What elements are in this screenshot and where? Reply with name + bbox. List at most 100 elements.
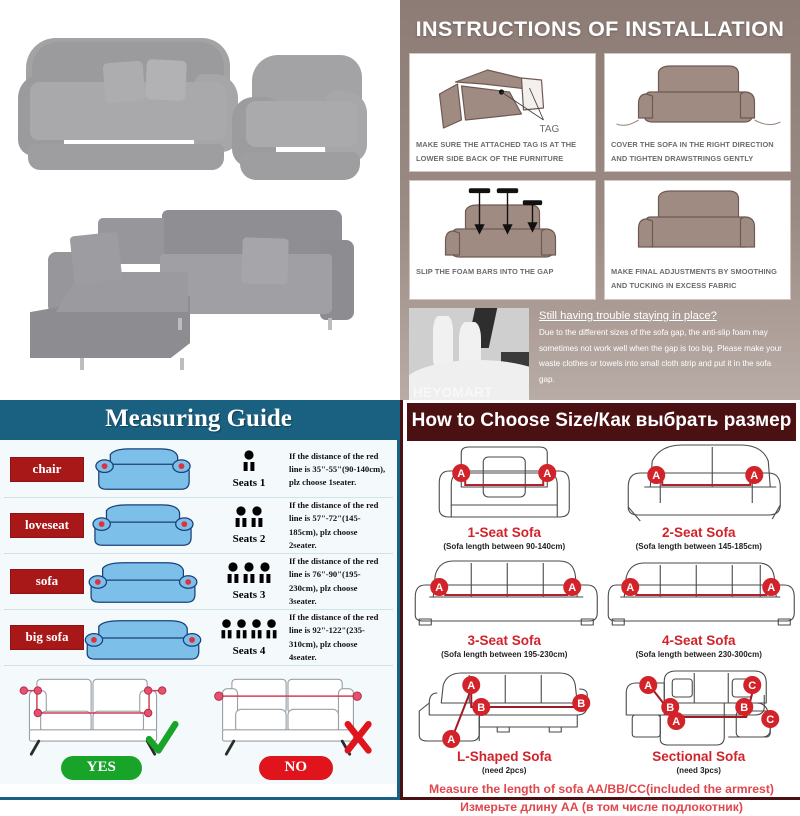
svg-text:A: A	[644, 680, 652, 692]
size-option-sub: (need 2pcs)	[482, 766, 527, 775]
correct-measurement-example: YES	[4, 670, 199, 780]
installation-instructions-panel: INSTRUCTIONS OF INSTALLATION	[400, 0, 800, 400]
trouble-section: HEYOMART Still having trouble staying in…	[409, 307, 791, 400]
size-option-3seat: A A 3-Seat Sofa (Sofa length between 195…	[407, 551, 602, 659]
size-option-name: 2-Seat Sofa	[661, 525, 736, 540]
choose-size-footer: Measure the length of sofa AA/BB/CC(incl…	[403, 775, 800, 816]
person-icon	[259, 562, 271, 583]
person-icon	[251, 619, 262, 639]
svg-text:A: A	[543, 468, 551, 480]
tag-annotation-label: TAG	[540, 124, 560, 135]
size-option-sub: (need 3pcs)	[676, 766, 721, 775]
sofa-lshaped-diagram: A A B B	[407, 659, 602, 751]
size-option-sub: (Sofa length between 195-230cm)	[441, 650, 568, 659]
row-type-tag: sofa	[10, 569, 84, 594]
size-option-name: 3-Seat Sofa	[467, 633, 542, 648]
big-sofa-line-art	[84, 613, 209, 663]
svg-text:A: A	[435, 582, 443, 594]
size-option-name: 1-Seat Sofa	[467, 525, 542, 540]
svg-text:B: B	[477, 702, 485, 714]
table-row: sofa	[4, 554, 393, 610]
row-type-tag: big sofa	[10, 625, 84, 650]
seats-label: Seats 2	[232, 533, 266, 545]
choose-size-grid: A A 1-Seat Sofa (Sofa length between 90-…	[403, 441, 800, 775]
size-option-name: L-Shaped Sofa	[456, 749, 552, 764]
size-option-sub: (Sofa length between 145-185cm)	[635, 542, 762, 551]
svg-text:A: A	[626, 582, 634, 594]
row-type-tag: loveseat	[10, 513, 84, 538]
row-description: If the distance of the red line is 35"-5…	[289, 450, 386, 488]
yes-no-comparison: YES	[4, 666, 393, 782]
size-option-sub: (Sofa length between 90-140cm)	[443, 542, 566, 551]
seat-count-cell: Seats 1	[209, 450, 289, 489]
brand-watermark: HEYOMART	[413, 384, 493, 400]
instructions-title: INSTRUCTIONS OF INSTALLATION	[415, 17, 785, 41]
svg-text:A: A	[467, 680, 475, 692]
table-row: big sofa	[4, 610, 393, 666]
seats-label: Seats 4	[232, 645, 266, 657]
sofa-incorrect-diagram	[213, 678, 372, 756]
person-icon	[243, 562, 255, 583]
instruction-step: COVER THE SOFA IN THE RIGHT DIRECTION AN…	[604, 53, 791, 173]
cushion-icon	[102, 60, 146, 104]
svg-text:C: C	[766, 714, 774, 726]
sofa-1seat-diagram: A A	[407, 443, 602, 527]
svg-text:B: B	[577, 698, 585, 710]
measuring-guide-panel: Measuring Guide chair	[0, 400, 400, 800]
no-badge: NO	[258, 756, 333, 780]
footer-english: Measure the length of sofa AA/BB/CC(incl…	[429, 782, 774, 796]
size-option-name: Sectional Sofa	[652, 749, 746, 764]
armchair-cover-photo	[232, 55, 367, 180]
svg-text:A: A	[447, 734, 455, 746]
sectional-sofa-cover-photo	[20, 210, 354, 370]
product-photo-panel	[0, 0, 400, 400]
trouble-text: Still having trouble staying in place? D…	[529, 308, 791, 400]
instruction-step-caption: SLIP THE FOAM BARS INTO THE GAP	[416, 267, 554, 277]
size-option-sectional: A A B B C C Sectional Sofa (need 3pcs)	[602, 659, 797, 775]
seat-count-cell: Seats 3	[209, 562, 289, 601]
svg-text:C: C	[748, 680, 756, 692]
person-icon	[266, 619, 277, 639]
row-description: If the distance of the red line is 57"-7…	[289, 499, 379, 550]
measuring-guide-rows: chair	[0, 440, 397, 784]
incorrect-measurement-example: NO	[199, 670, 394, 780]
instruction-step-caption: MAKE SURE THE ATTACHED TAG IS AT THE LOW…	[416, 140, 577, 163]
sofa-line-art	[84, 557, 209, 607]
person-icon	[235, 506, 247, 527]
measuring-guide-title: Measuring Guide	[0, 400, 397, 440]
people-icons	[209, 618, 289, 644]
choose-size-panel: How to Choose Size/Как выбрать размер	[400, 400, 800, 814]
cushion-icon	[144, 58, 188, 102]
cushion-icon	[69, 231, 123, 285]
sofa-2seat-diagram: A A	[602, 443, 797, 527]
seats-label: Seats 1	[232, 477, 266, 489]
person-icon	[243, 450, 255, 471]
person-icon	[251, 506, 263, 527]
people-icons	[209, 506, 289, 532]
people-icons	[209, 450, 289, 476]
sofa-sectional-diagram: A A B B C C	[602, 659, 797, 751]
person-icon	[227, 562, 239, 583]
chair-line-art	[84, 445, 209, 495]
size-option-name: 4-Seat Sofa	[661, 633, 736, 648]
row-description: If the distance of the red line is 92"-1…	[289, 611, 379, 662]
choose-size-title: How to Choose Size/Как выбрать размер	[407, 403, 796, 441]
sofa-finished-icon	[611, 185, 784, 265]
row-type-tag: chair	[10, 457, 84, 482]
svg-text:B: B	[740, 702, 748, 714]
size-option-sub: (Sofa length between 230-300cm)	[635, 650, 762, 659]
seat-count-cell: Seats 4	[209, 618, 289, 657]
svg-text:A: A	[568, 582, 576, 594]
sofa-drawstring-icon	[611, 58, 784, 138]
seats-label: Seats 3	[232, 589, 266, 601]
size-option-4seat: A A 4-Seat Sofa (Sofa length between 230…	[602, 551, 797, 659]
instruction-step: SLIP THE FOAM BARS INTO THE GAP	[409, 180, 596, 300]
instruction-step-caption: COVER THE SOFA IN THE RIGHT DIRECTION AN…	[611, 140, 774, 163]
svg-text:B: B	[666, 702, 674, 714]
table-row: chair	[4, 442, 393, 498]
sofa-4seat-diagram: A A	[602, 551, 797, 635]
sofa-correct-diagram	[19, 678, 179, 756]
hands-tucking-foam-photo: HEYOMART	[409, 307, 529, 400]
person-icon	[236, 619, 247, 639]
